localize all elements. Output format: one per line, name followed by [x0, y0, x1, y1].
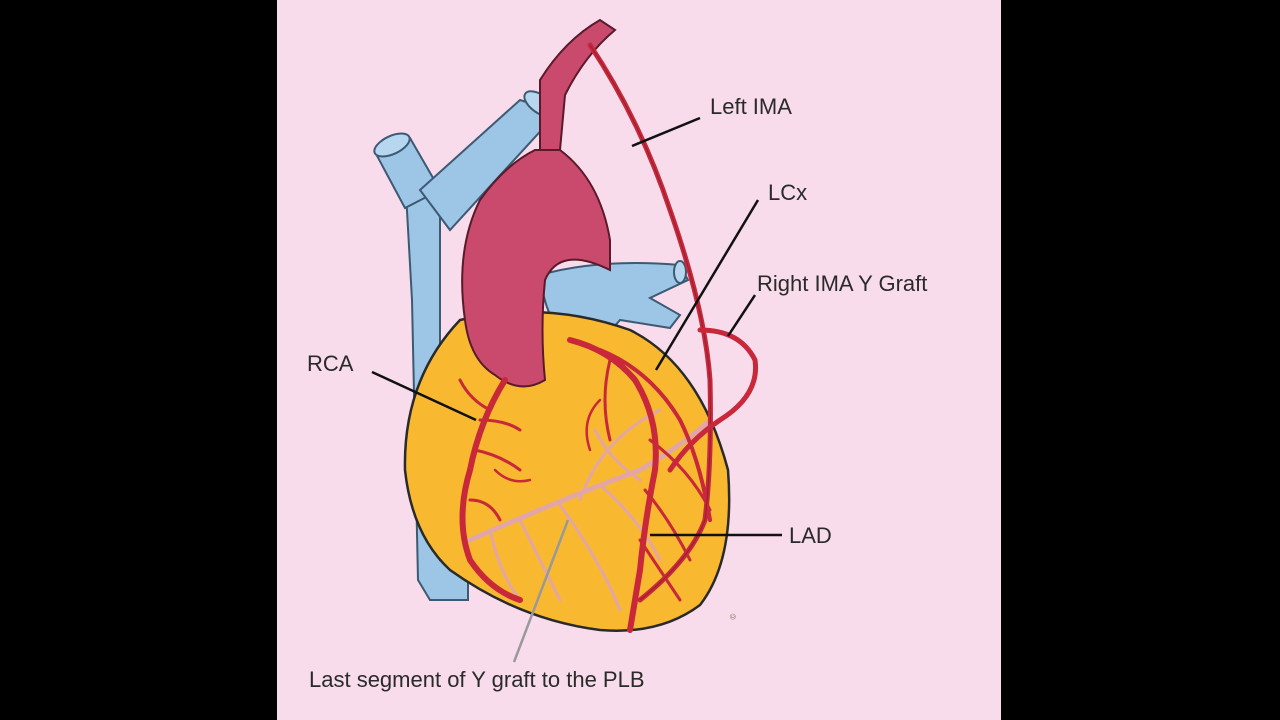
- left-letterbox-bar: [0, 0, 277, 720]
- label-lcx: LCx: [768, 180, 807, 205]
- artist-signature: ©: [728, 613, 738, 620]
- label-left-ima: Left IMA: [710, 94, 792, 119]
- diagram-panel: © Left IMA LCx Right IMA Y Graft RCA LAD…: [277, 0, 1001, 720]
- aorta: [461, 18, 617, 388]
- leader-lines: [371, 116, 782, 663]
- leader-lcx: [654, 199, 760, 371]
- posterior-vessels: [467, 408, 713, 612]
- right-letterbox-bar: [1001, 0, 1280, 720]
- leader-right-ima: [726, 294, 757, 337]
- leader-last-segment: [512, 519, 570, 663]
- coronary-arteries: [458, 337, 712, 633]
- label-last-segment: Last segment of Y graft to the PLB: [309, 667, 645, 692]
- leader-left-ima: [631, 116, 701, 148]
- heart-diagram: © Left IMA LCx Right IMA Y Graft RCA LAD…: [307, 18, 927, 692]
- label-rca: RCA: [307, 351, 354, 376]
- leader-rca: [371, 370, 477, 422]
- label-lad: LAD: [789, 523, 832, 548]
- right-ima-y-graft: [667, 327, 759, 473]
- label-right-ima-y-graft: Right IMA Y Graft: [757, 271, 927, 296]
